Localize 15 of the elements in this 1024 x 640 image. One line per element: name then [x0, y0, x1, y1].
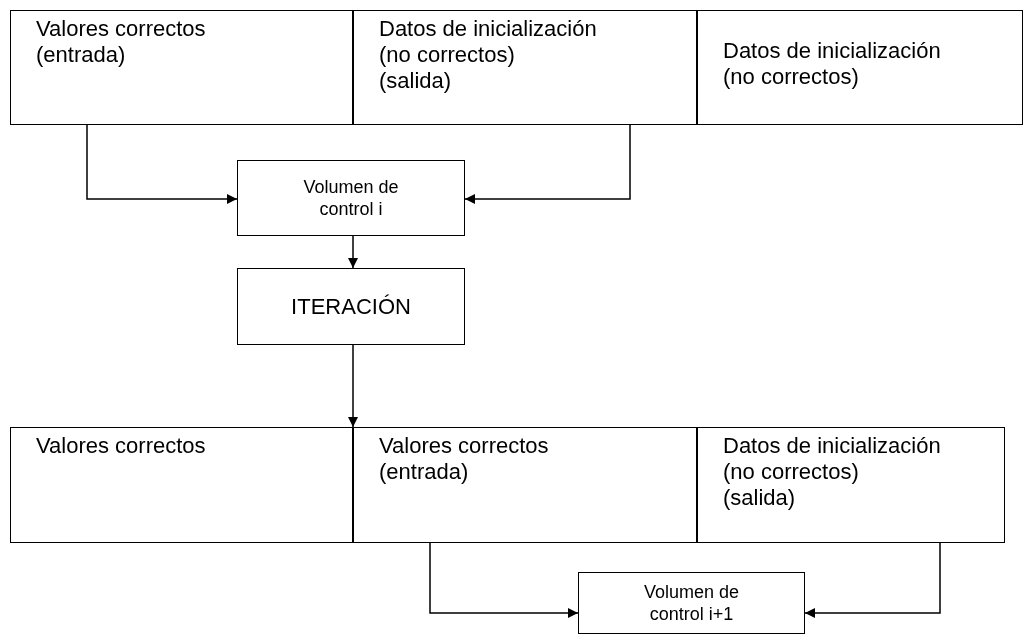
table-cell: Valores correctos (entrada) — [353, 427, 697, 543]
table-cell: Datos de inicialización (no correctos) (salida) — [353, 10, 697, 125]
arrow — [348, 344, 358, 428]
table-cell: Datos de inicialización (no correctos) (salida) — [697, 427, 1005, 543]
arrow — [348, 235, 358, 269]
table-cell: Valores correctos — [10, 427, 353, 543]
arrow — [464, 124, 631, 204]
process-box: Volumen de control i — [237, 160, 465, 236]
table-cell: Valores correctos (entrada) — [10, 10, 353, 125]
process-box: Volumen de control i+1 — [578, 572, 805, 634]
process-box: ITERACIÓN — [237, 268, 465, 345]
arrow — [804, 542, 941, 618]
arrow — [429, 542, 579, 618]
arrow — [86, 124, 238, 204]
table-cell: Datos de inicialización (no correctos) — [697, 10, 1023, 125]
